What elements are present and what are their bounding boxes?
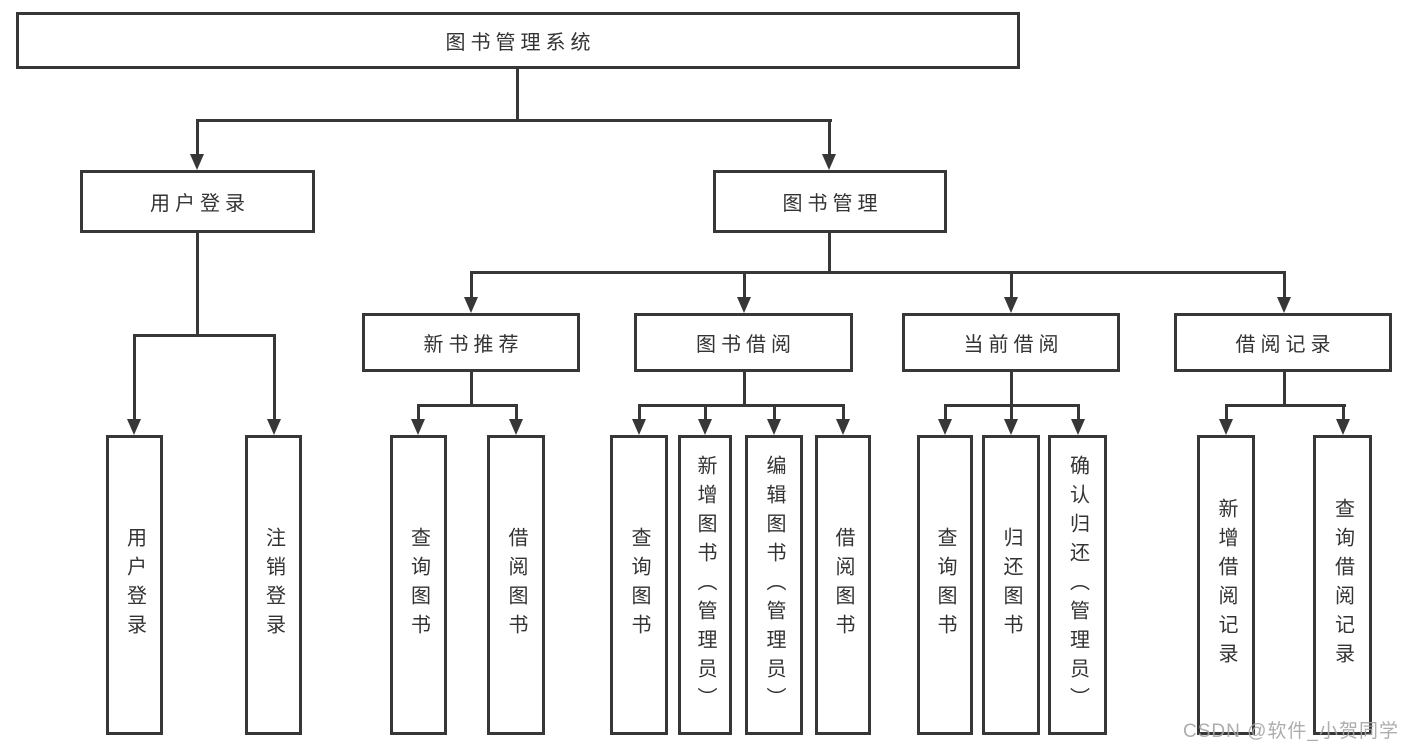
arrowhead-leaf <box>1219 419 1233 435</box>
connector-book-mgmt-stem <box>828 233 831 272</box>
connector-new-books-stem <box>470 372 473 405</box>
connector-leaf-drop <box>842 406 845 419</box>
connector-book-mgmt-drop <box>828 120 831 156</box>
connector-user-login-hline <box>133 334 276 337</box>
connector-borrow-records-stem <box>1283 372 1286 405</box>
connector-borrow-records-drop <box>1283 272 1286 297</box>
node-root: 图书管理系统 <box>16 12 1020 69</box>
arrowhead-leaf <box>509 419 523 435</box>
leaf-query-books-1: 查询图书 <box>390 435 447 735</box>
leaf-return-book: 归还图书 <box>982 435 1040 735</box>
node-user-login: 用户登录 <box>80 170 315 233</box>
leaf-borrow-books-1: 借阅图书 <box>487 435 545 735</box>
arrowhead-leaf <box>1336 419 1350 435</box>
node-borrow-records: 借阅记录 <box>1174 313 1392 372</box>
connector-new-books-hline <box>417 404 518 407</box>
leaf-return-book-label: 归还图书 <box>1000 527 1022 643</box>
leaf-query-books-2: 查询图书 <box>610 435 668 735</box>
connector-book-borrow-hline <box>638 404 845 407</box>
connector-level2-hline <box>196 119 832 122</box>
arrowhead-current-borrow <box>1004 297 1018 313</box>
node-book-mgmt: 图书管理 <box>713 170 947 233</box>
arrowhead-leaf <box>632 419 646 435</box>
leaf-add-book-admin-label: 新增图书（管理员） <box>694 454 716 716</box>
connector-leaf-drop <box>1010 406 1013 419</box>
leaf-add-borrow-record-label: 新增借阅记录 <box>1215 498 1237 672</box>
node-user-login-label: 用户登录 <box>150 193 250 215</box>
leaf-query-books-2-label: 查询图书 <box>628 527 650 643</box>
arrowhead-leaf <box>836 419 850 435</box>
connector-root-stem <box>516 68 519 120</box>
leaf-confirm-return-admin-label: 确认归还（管理员） <box>1066 454 1089 716</box>
leaf-query-borrow-record: 查询借阅记录 <box>1313 435 1372 735</box>
leaf-borrow-books-2-label: 借阅图书 <box>832 527 854 643</box>
leaf-logout: 注销登录 <box>245 435 302 735</box>
connector-leaf-drop <box>638 406 641 419</box>
connector-leaf-drop <box>1342 406 1345 419</box>
arrowhead-book-borrow <box>737 297 751 313</box>
arrowhead-leaf <box>411 419 425 435</box>
leaf-query-books-3: 查询图书 <box>917 435 973 735</box>
connector-leaf-drop <box>773 406 776 419</box>
connector-leaf-drop <box>944 406 947 419</box>
connector-leaf-drop <box>1077 406 1080 419</box>
node-book-mgmt-label: 图书管理 <box>782 193 883 215</box>
connector-leaf-drop <box>704 406 707 419</box>
connector-user-login-drop <box>196 120 199 156</box>
connector-current-borrow-stem <box>1010 372 1013 405</box>
leaf-user-login: 用户登录 <box>106 435 163 735</box>
node-new-book-recommend-label: 新书推荐 <box>423 334 524 356</box>
arrowhead-leaf <box>767 419 781 435</box>
arrowhead-leaf-user-login <box>127 419 141 435</box>
node-new-book-recommend: 新书推荐 <box>362 313 580 372</box>
connector-new-books-drop <box>470 272 473 297</box>
arrowhead-leaf <box>938 419 952 435</box>
leaf-logout-label: 注销登录 <box>262 527 285 643</box>
leaf-confirm-return-admin: 确认归还（管理员） <box>1048 435 1107 735</box>
connector-book-borrow-drop <box>743 272 746 297</box>
node-current-borrow: 当前借阅 <box>902 313 1120 372</box>
leaf-query-borrow-record-label: 查询借阅记录 <box>1331 498 1354 672</box>
connector-current-borrow-drop <box>1010 272 1013 297</box>
leaf-add-book-admin: 新增图书（管理员） <box>678 435 732 735</box>
leaf-query-books-1-label: 查询图书 <box>407 527 430 643</box>
connector-leaf-drop <box>515 406 518 419</box>
leaf-borrow-books-1-label: 借阅图书 <box>505 527 527 643</box>
connector-level3-hline <box>470 271 1286 274</box>
connector-borrow-records-hline <box>1225 404 1346 407</box>
leaf-user-login-label: 用户登录 <box>123 527 146 643</box>
connector-book-borrow-stem <box>743 372 746 405</box>
connector-current-borrow-hline <box>944 404 1080 407</box>
connector-leaf-drop <box>417 406 420 419</box>
connector-leaf-logout-drop <box>273 335 276 419</box>
arrowhead-user-login <box>190 154 204 170</box>
node-book-borrow: 图书借阅 <box>634 313 853 372</box>
arrowhead-leaf-logout <box>267 419 281 435</box>
node-root-label: 图书管理系统 <box>445 32 596 54</box>
arrowhead-leaf <box>1071 419 1085 435</box>
leaf-edit-book-admin: 编辑图书（管理员） <box>745 435 803 735</box>
arrowhead-borrow-records <box>1277 297 1291 313</box>
connector-leaf-user-login-drop <box>133 335 136 419</box>
arrowhead-new-books <box>464 297 478 313</box>
connector-leaf-drop <box>1225 406 1228 419</box>
node-book-borrow-label: 图书借阅 <box>696 334 796 356</box>
arrowhead-leaf <box>1004 419 1018 435</box>
arrowhead-book-mgmt <box>822 154 836 170</box>
leaf-edit-book-admin-label: 编辑图书（管理员） <box>763 454 785 716</box>
node-current-borrow-label: 当前借阅 <box>963 334 1064 356</box>
leaf-borrow-books-2: 借阅图书 <box>815 435 871 735</box>
arrowhead-leaf <box>698 419 712 435</box>
leaf-add-borrow-record: 新增借阅记录 <box>1197 435 1255 735</box>
connector-user-login-stem <box>196 233 199 335</box>
leaf-query-books-3-label: 查询图书 <box>934 527 956 643</box>
watermark-text: CSDN @软件_小贺同学 <box>1183 721 1399 742</box>
node-borrow-records-label: 借阅记录 <box>1235 334 1336 356</box>
